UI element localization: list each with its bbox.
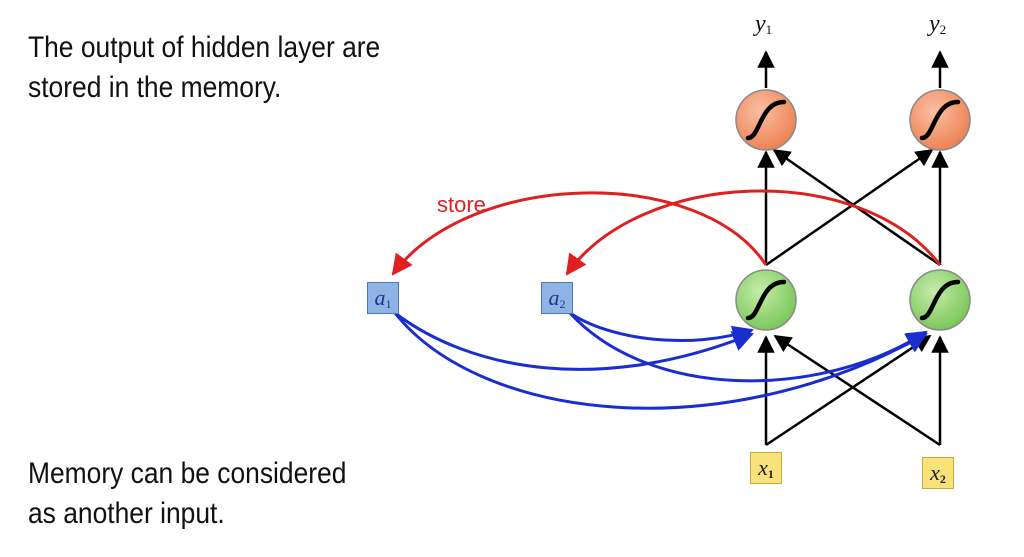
- caption-top-line-2: stored in the memory.: [28, 71, 282, 104]
- output-symbol: y: [929, 11, 940, 37]
- output-label-y2: y2: [929, 12, 946, 42]
- memory-cell-index: 2: [559, 297, 566, 311]
- output-label-y1: y1: [755, 12, 772, 42]
- sigmoid-icon: [919, 279, 961, 321]
- input-index: 1: [767, 467, 774, 481]
- store-arrow-h1-a1: [391, 191, 768, 276]
- output-index: 1: [765, 22, 773, 37]
- memory-cell-a2: a2: [541, 282, 573, 314]
- arrow-a2-h2: [568, 311, 928, 383]
- store-arrow-h2-a2: [565, 189, 942, 276]
- input-x1: x1: [750, 452, 782, 484]
- arrow-a1-h2: [393, 312, 928, 410]
- store-arrow-label: store: [437, 192, 486, 217]
- arrow-x1-h2: [765, 334, 932, 447]
- sigmoid-icon: [745, 279, 787, 321]
- sigmoid-icon: [919, 99, 961, 141]
- input-index: 2: [939, 472, 946, 486]
- memory-cell-a1: a1: [367, 282, 399, 314]
- arrow-x2-h1: [773, 334, 941, 447]
- memory-cell-index: 1: [385, 297, 392, 311]
- input-to-hidden-arrows: [757, 334, 949, 447]
- store-arrows: [391, 189, 942, 276]
- output-arrows: [757, 50, 949, 88]
- caption-bottom: Memory can be considered as another inpu…: [28, 454, 346, 534]
- arrow-a1-h1: [394, 311, 754, 371]
- caption-bottom-line-2: as another input.: [28, 497, 225, 530]
- output-symbol: y: [755, 11, 766, 37]
- output-neuron-1: [735, 89, 797, 151]
- caption-bottom-line-1: Memory can be considered: [28, 457, 347, 490]
- input-symbol: x: [930, 460, 940, 485]
- output-neuron-2: [909, 89, 971, 151]
- input-x2: x2: [922, 457, 954, 489]
- memory-to-hidden-arrows: [393, 311, 928, 410]
- hidden-to-output-arrows: [757, 148, 949, 267]
- hidden-neuron-2: [909, 269, 971, 331]
- arrow-a2-h1: [569, 311, 754, 346]
- input-symbol: x: [758, 455, 768, 480]
- memory-cell-symbol: a: [548, 285, 560, 310]
- output-index: 2: [939, 22, 947, 37]
- hidden-neuron-1: [735, 269, 797, 331]
- caption-top: The output of hidden layer are stored in…: [28, 28, 380, 108]
- caption-top-line-1: The output of hidden layer are: [28, 31, 381, 64]
- sigmoid-icon: [745, 99, 787, 141]
- arrow-h1-o2: [765, 148, 934, 267]
- memory-cell-symbol: a: [374, 285, 386, 310]
